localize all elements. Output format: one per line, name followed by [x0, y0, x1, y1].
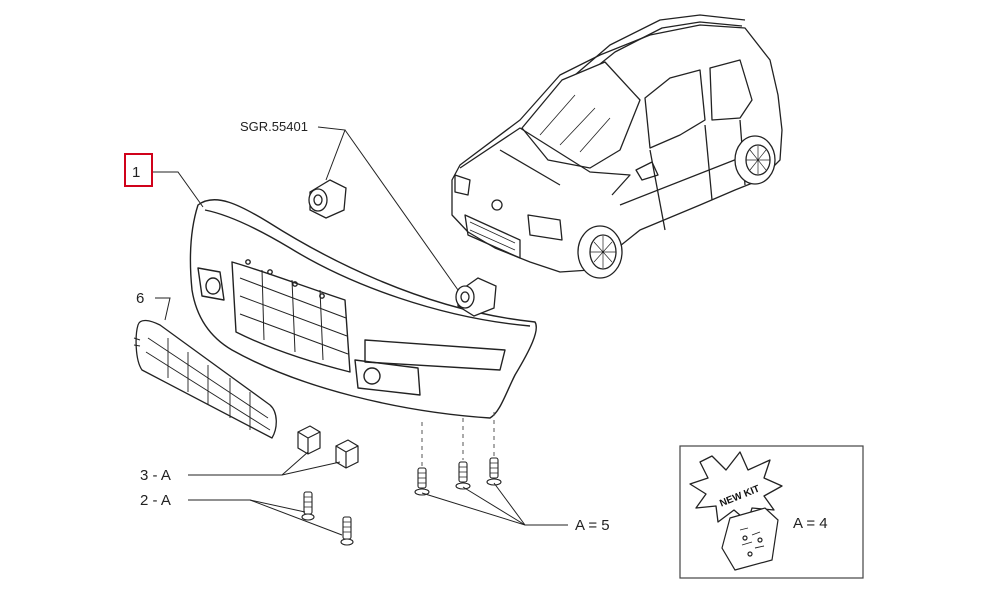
lower-grille	[133, 319, 277, 439]
part-1-label: 1	[132, 164, 140, 181]
screw-a5-middle	[455, 461, 471, 490]
a5-label: A = 5	[575, 517, 610, 534]
a4-label: A = 4	[793, 515, 828, 532]
part-6-label: 6	[136, 290, 144, 307]
part-2a-label: 2 - A	[140, 492, 171, 509]
car-illustration	[451, 14, 783, 279]
bushing-lower	[455, 277, 497, 317]
bushing-upper	[308, 179, 347, 219]
clip-left	[297, 425, 321, 455]
screw-2a-lower	[340, 516, 354, 546]
screw-a5-left	[414, 467, 430, 496]
leader-lines	[153, 126, 568, 536]
front-bumper	[189, 199, 537, 419]
kit-bag	[721, 507, 779, 571]
sgr-label: SGR.55401	[240, 119, 308, 134]
screw-2a-upper	[301, 491, 315, 521]
clip-right	[335, 439, 359, 469]
part-1-highlight-box	[124, 153, 153, 187]
part-3a-label: 3 - A	[140, 467, 171, 484]
guide-lines-dashed	[421, 412, 495, 466]
screw-a5-right	[486, 457, 502, 486]
new-kit-burst: NEW KIT	[689, 451, 783, 523]
